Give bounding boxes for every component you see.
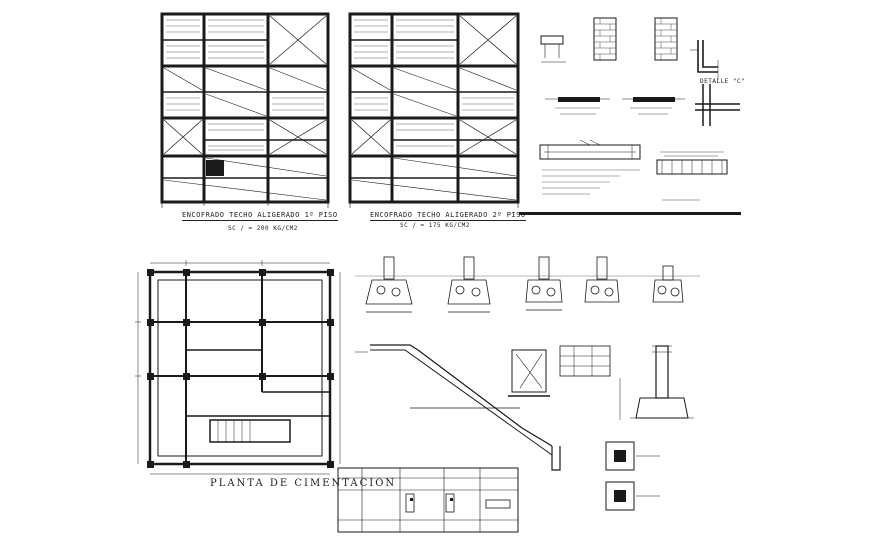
wall-details	[539, 17, 740, 201]
footing-plan-details	[605, 441, 660, 511]
stair-section	[355, 344, 561, 471]
load-label-floor2: SC / = 175 KG/CM2	[400, 222, 470, 229]
column-elevation	[619, 345, 694, 420]
plan-title-floor1: ENCOFRADO TECHO ALIGERADO 1º PISO	[182, 211, 338, 221]
foundation-plan	[135, 260, 341, 475]
load-label-floor1: SC / = 200 KG/CM2	[228, 225, 298, 232]
formwork-plan-floor1	[160, 12, 330, 208]
beam-detail-table	[508, 345, 611, 397]
footing-sections	[355, 256, 700, 313]
column-schedule-table	[337, 467, 519, 533]
plan-title-floor2: ENCOFRADO TECHO ALIGERADO 2º PISO	[370, 211, 526, 221]
foundation-plan-title: PLANTA DE CIMENTACION	[210, 478, 397, 489]
separator-line	[519, 212, 741, 215]
detail-c-label: DETALLE "C"	[700, 78, 746, 85]
formwork-plan-floor2	[348, 12, 520, 208]
